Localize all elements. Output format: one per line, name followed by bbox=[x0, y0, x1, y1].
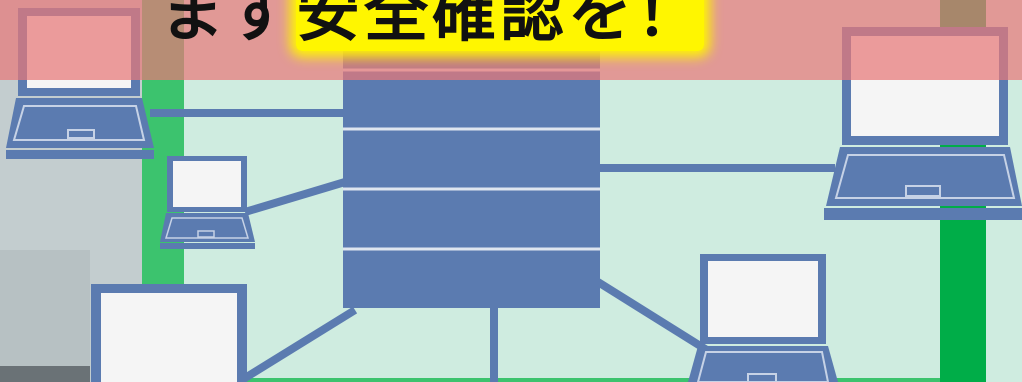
cable-to-bottom-right-laptop bbox=[595, 278, 713, 356]
background-gray-shape bbox=[0, 250, 90, 382]
laptop-icon bbox=[160, 156, 255, 249]
background-dark-strip bbox=[0, 366, 90, 382]
cable-to-bottom-left-device bbox=[242, 306, 358, 382]
laptop-icon bbox=[91, 284, 247, 382]
headline: まず安全確認を！ bbox=[160, 0, 704, 54]
cable-to-small-laptop bbox=[243, 178, 347, 216]
headline-highlight: 安全確認を！ bbox=[296, 0, 704, 51]
network-cables bbox=[150, 109, 835, 382]
green-band-bottom bbox=[184, 378, 940, 382]
headline-prefix: まず bbox=[160, 0, 296, 51]
laptop-icon bbox=[688, 254, 838, 382]
